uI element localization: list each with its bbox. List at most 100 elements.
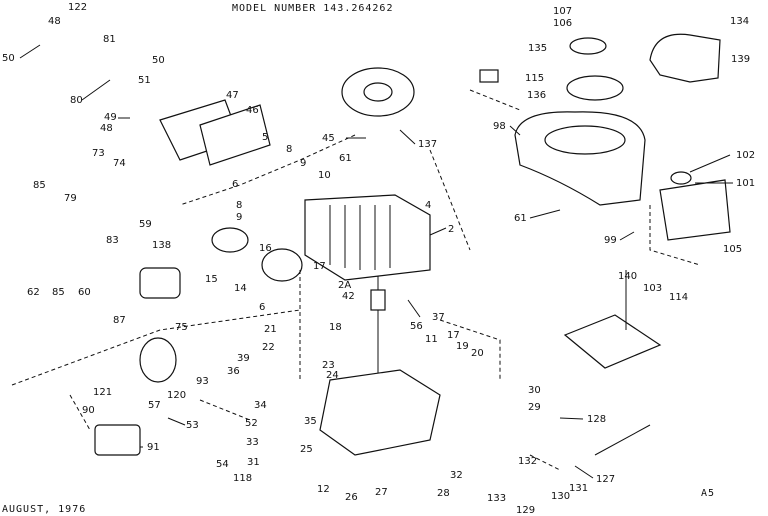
part-label: 80 <box>70 95 83 106</box>
muffler-shape <box>139 337 177 383</box>
part-label: 14 <box>234 283 247 294</box>
part-label: 51 <box>138 75 151 86</box>
filter-91-shape <box>94 424 141 456</box>
flywheel-hub-shape <box>363 82 393 102</box>
air-filter-element-shape <box>563 314 662 369</box>
part-label: 102 <box>736 150 755 161</box>
blower-opening-shape <box>544 125 626 155</box>
part-label: 17 <box>313 261 326 272</box>
part-label: 24 <box>326 370 339 381</box>
part-label: 60 <box>78 287 91 298</box>
part-label: 85 <box>33 180 46 191</box>
part-label: 81 <box>103 34 116 45</box>
part-label: 83 <box>106 235 119 246</box>
part-label: 103 <box>643 283 662 294</box>
decal-shape <box>479 69 499 83</box>
part-label: 85 <box>52 287 65 298</box>
part-label: 49 <box>104 112 117 123</box>
part-label: 115 <box>525 73 544 84</box>
part-shapes <box>94 33 731 456</box>
part-label: 33 <box>246 437 259 448</box>
part-label: 23 <box>322 360 335 371</box>
part-label: 10 <box>318 170 331 181</box>
part-label: 6 <box>259 302 265 313</box>
part-label: 52 <box>245 418 258 429</box>
piston-shape <box>261 248 303 282</box>
part-label: 120 <box>167 390 186 401</box>
part-label: 9 <box>236 212 242 223</box>
part-label: 18 <box>329 322 342 333</box>
part-label: 37 <box>432 312 445 323</box>
part-label: 6 <box>232 179 238 190</box>
part-label: 4 <box>425 200 431 211</box>
part-label: 90 <box>82 405 95 416</box>
part-label: 16 <box>259 243 272 254</box>
part-label: 114 <box>669 292 688 303</box>
cylinder-block-shape <box>304 194 431 281</box>
leader-lines <box>19 44 733 479</box>
part-label: 2A <box>338 280 351 291</box>
part-label: 48 <box>48 16 61 27</box>
part-label: 36 <box>227 366 240 377</box>
part-label: 138 <box>152 240 171 251</box>
part-label: 30 <box>528 385 541 396</box>
part-label: 50 <box>2 53 15 64</box>
part-label: 74 <box>113 158 126 169</box>
carburetor-shape <box>139 267 181 299</box>
footer-date: AUGUST, 1976 <box>2 504 87 515</box>
part-label: 45 <box>322 133 335 144</box>
part-label: 62 <box>27 287 40 298</box>
part-label: 50 <box>152 55 165 66</box>
part-label: 42 <box>342 291 355 302</box>
part-label: 26 <box>345 492 358 503</box>
part-label: 130 <box>551 491 570 502</box>
page-code: A5 <box>701 488 716 499</box>
part-label: 22 <box>262 342 275 353</box>
part-label: 20 <box>471 348 484 359</box>
part-label: 128 <box>587 414 606 425</box>
part-label: 140 <box>618 271 637 282</box>
part-label: 127 <box>596 474 615 485</box>
part-label: 98 <box>493 121 506 132</box>
part-label: 39 <box>237 353 250 364</box>
part-label: 118 <box>233 473 252 484</box>
part-label: 56 <box>410 321 423 332</box>
part-label: 137 <box>418 139 437 150</box>
part-label: 53 <box>186 420 199 431</box>
part-label: 5 <box>262 132 268 143</box>
fuel-cap-shape <box>670 171 692 185</box>
part-label: 106 <box>553 18 572 29</box>
part-label: 8 <box>236 200 242 211</box>
crankcase-base-shape <box>319 369 441 456</box>
part-label: 87 <box>113 315 126 326</box>
head-gasket-shape <box>199 104 271 166</box>
part-label: 61 <box>339 153 352 164</box>
part-label: 73 <box>92 148 105 159</box>
starter-cup-shape <box>569 37 607 55</box>
part-label: 46 <box>246 105 259 116</box>
part-label: 35 <box>304 416 317 427</box>
part-label: 47 <box>226 90 239 101</box>
part-label: 91 <box>147 442 160 453</box>
part-label: 129 <box>516 505 535 516</box>
part-label: 132 <box>518 456 537 467</box>
part-label: 105 <box>723 244 742 255</box>
part-label: 27 <box>375 487 388 498</box>
assembly-lines <box>11 89 701 471</box>
part-label: 121 <box>93 387 112 398</box>
starter-housing-shape <box>649 33 721 83</box>
part-label: 19 <box>456 341 469 352</box>
part-label: 31 <box>247 457 260 468</box>
part-label: 12 <box>317 484 330 495</box>
part-label: 28 <box>437 488 450 499</box>
part-label: 11 <box>425 334 438 345</box>
part-label: 48 <box>100 123 113 134</box>
part-label: 57 <box>148 400 161 411</box>
block-fins-shape <box>329 205 391 270</box>
part-label: 136 <box>527 90 546 101</box>
part-label: 17 <box>447 330 460 341</box>
diagram-title: MODEL NUMBER 143.264262 <box>232 3 394 14</box>
part-label: 134 <box>730 16 749 27</box>
pto-shaft-shape <box>594 424 651 456</box>
